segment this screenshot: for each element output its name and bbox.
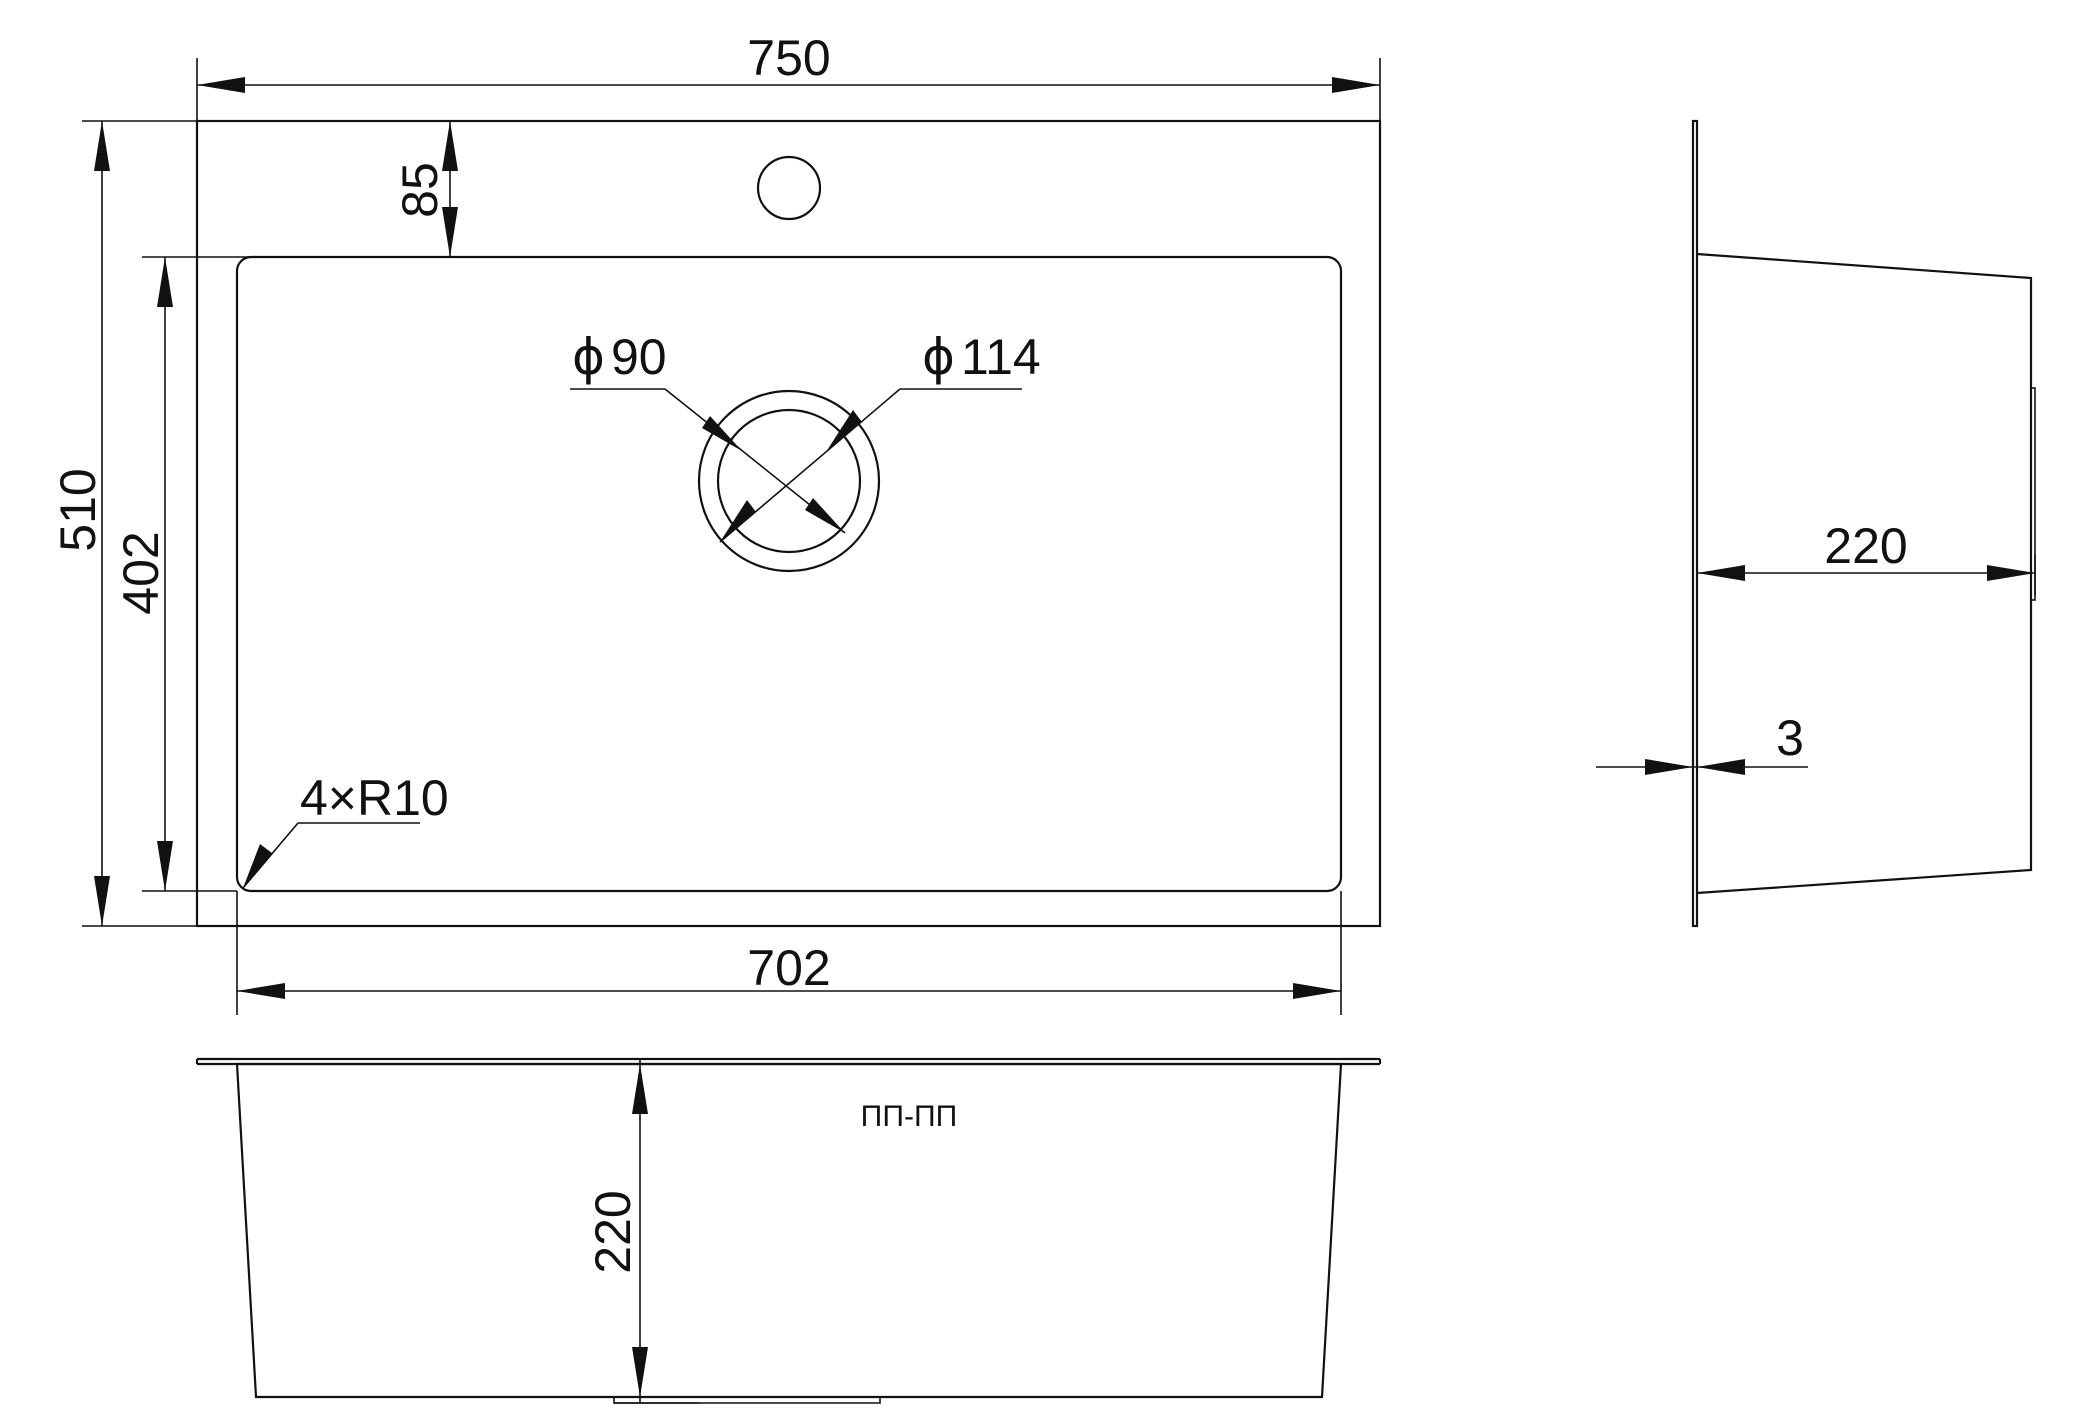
arrow-front-220-bottom	[632, 1347, 648, 1397]
label-front-height-220: 220	[585, 1190, 641, 1273]
arrow-front-220-top	[632, 1064, 648, 1114]
label-corner-radius: 4×R10	[300, 770, 449, 826]
front-marking: ΠΠ-ΠΠ	[861, 1100, 958, 1133]
label-bowl-width-702: 702	[747, 940, 830, 996]
arrow-phi90-b	[805, 498, 845, 533]
label-depth-510: 510	[50, 468, 106, 551]
arrow-side-220-left	[1697, 565, 1745, 581]
outer-rim	[195, 119, 1382, 928]
drain-outer-circle	[697, 389, 881, 573]
front-view: ΠΠ-ΠΠ 220	[195, 1057, 1382, 1404]
arrow-85-top	[442, 121, 458, 171]
inner-bowl	[235, 255, 1343, 893]
side-flange	[1691, 119, 1699, 928]
arrow-402-bottom	[157, 841, 173, 891]
leader-radius	[242, 822, 299, 889]
arrow-750-right	[1332, 77, 1380, 93]
arrow-radius	[243, 844, 272, 888]
arrow-702-left	[237, 983, 285, 999]
arrow-phi114-a	[826, 410, 862, 452]
side-drain-tab	[2030, 387, 2036, 601]
arrow-510-bottom	[94, 876, 110, 926]
arrow-side-3-left	[1645, 759, 1693, 775]
label-side-thickness-3: 3	[1776, 710, 1804, 766]
arrow-402-top	[157, 257, 173, 307]
side-view: 220 3	[1596, 119, 2036, 928]
label-width-750: 750	[747, 30, 830, 86]
arrow-702-right	[1293, 983, 1341, 999]
label-bowl-depth-402: 402	[113, 531, 169, 614]
label-margin-85: 85	[392, 162, 448, 218]
faucet-hole	[756, 155, 822, 221]
arrow-phi90-a	[702, 416, 742, 451]
label-side-depth-220: 220	[1824, 518, 1907, 574]
front-bowl-outline	[235, 1062, 1343, 1399]
arrow-750-left	[197, 77, 245, 93]
arrow-510-top	[94, 121, 110, 171]
front-drain-stub	[613, 1397, 881, 1404]
arrow-side-220-right	[1987, 565, 2035, 581]
arrow-85-bottom	[442, 207, 458, 257]
arrow-side-3-right	[1697, 759, 1745, 775]
arrow-phi114-b	[720, 500, 756, 542]
drain-inner-circle	[716, 408, 862, 554]
